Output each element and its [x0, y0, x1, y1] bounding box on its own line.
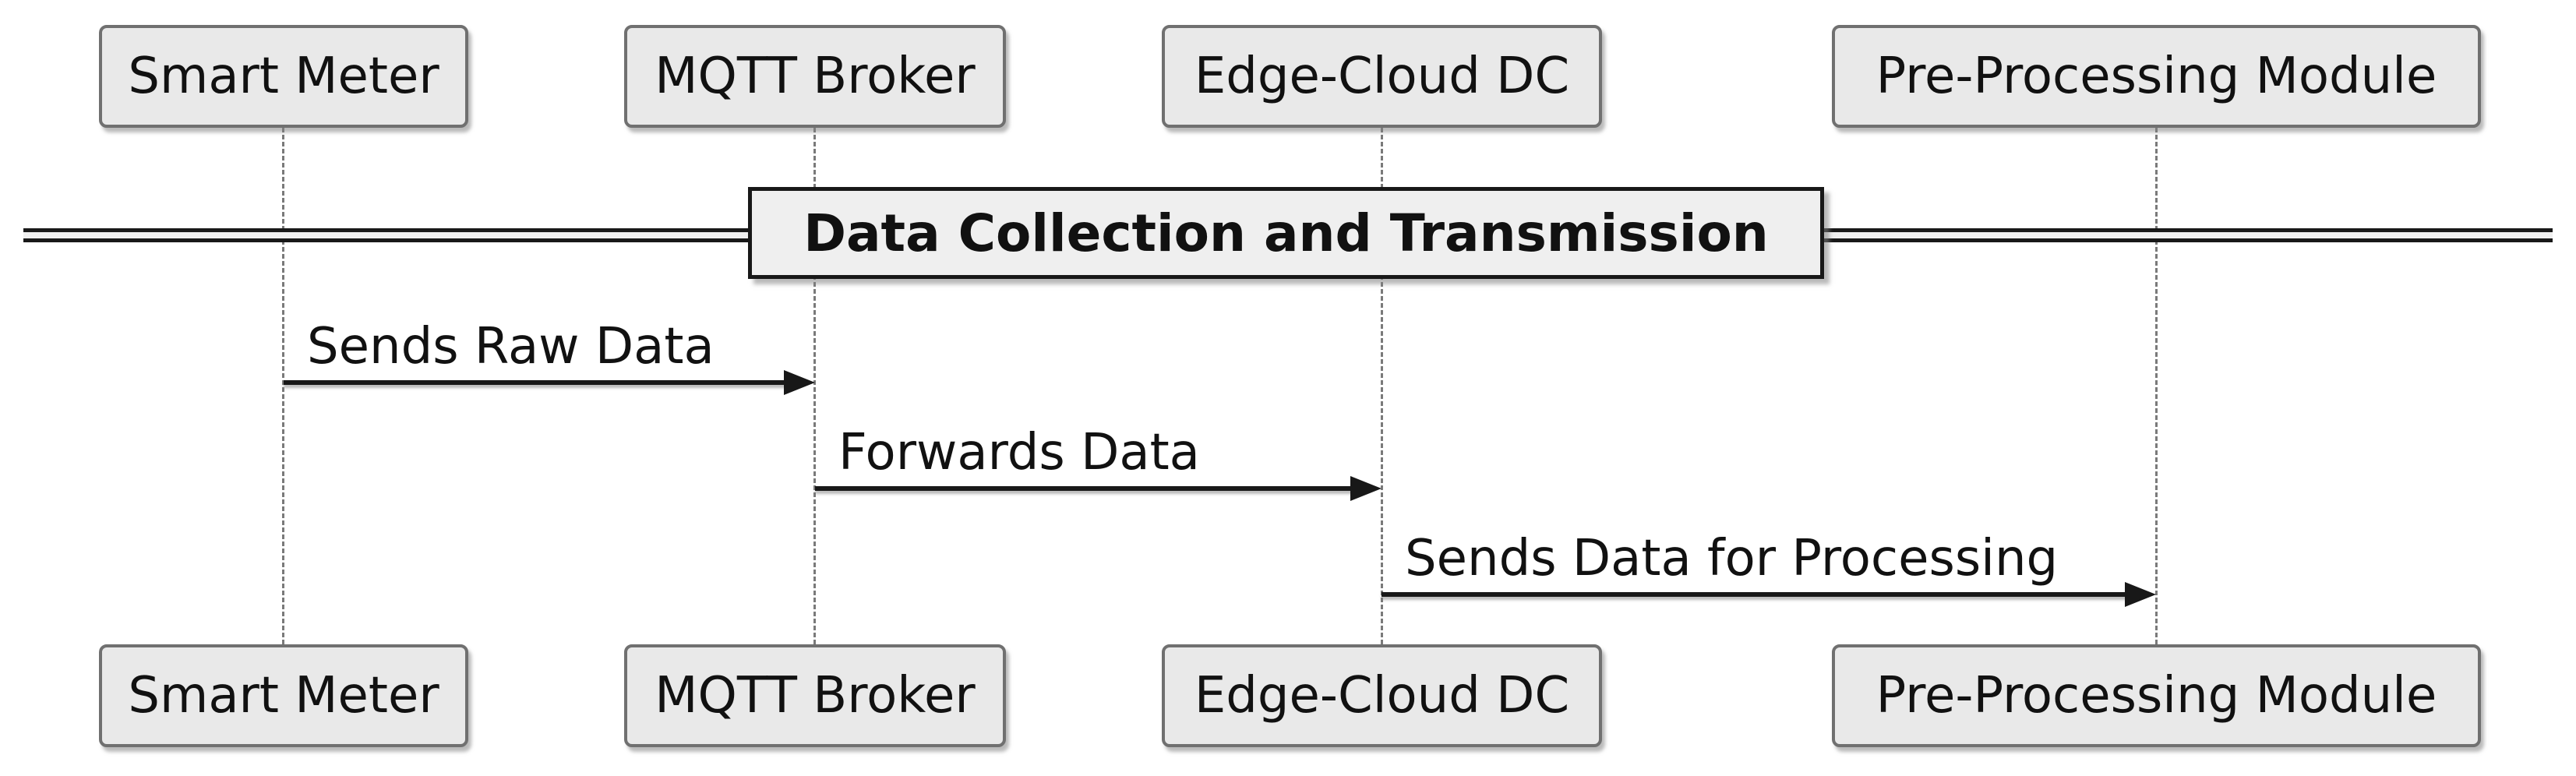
participant-smart-meter-top: Smart Meter — [99, 25, 468, 128]
participant-label: Pre-Processing Module — [1876, 667, 2437, 725]
message-2-arrow-line — [815, 486, 1353, 491]
section-divider: Data Collection and Transmission — [748, 187, 1824, 279]
participant-smart-meter-bottom: Smart Meter — [99, 644, 468, 747]
participant-mqtt-broker-top: MQTT Broker — [624, 25, 1006, 128]
section-divider-title: Data Collection and Transmission — [803, 203, 1769, 263]
participant-pre-processing-module-bottom: Pre-Processing Module — [1832, 644, 2481, 747]
message-3-arrowhead-icon — [2125, 582, 2156, 607]
participant-mqtt-broker-bottom: MQTT Broker — [624, 644, 1006, 747]
message-2-arrowhead-icon — [1350, 476, 1382, 501]
participant-edge-cloud-dc-top: Edge-Cloud DC — [1162, 25, 1602, 128]
lifeline-pre-processing-module — [2155, 128, 2158, 644]
message-3-label: Sends Data for Processing — [1405, 530, 2059, 587]
participant-edge-cloud-dc-bottom: Edge-Cloud DC — [1162, 644, 1602, 747]
participant-label: Pre-Processing Module — [1876, 48, 2437, 105]
message-1-label: Sends Raw Data — [307, 318, 715, 376]
participant-label: Edge-Cloud DC — [1194, 667, 1570, 725]
participant-label: MQTT Broker — [655, 48, 976, 105]
lifeline-smart-meter — [282, 128, 284, 644]
message-1-arrow-line — [284, 380, 789, 385]
participant-label: Smart Meter — [128, 48, 439, 105]
lifeline-edge-cloud-dc — [1381, 128, 1383, 644]
message-1-arrowhead-icon — [784, 370, 815, 395]
participant-pre-processing-module-top: Pre-Processing Module — [1832, 25, 2481, 128]
message-2-label: Forwards Data — [838, 424, 1200, 481]
participant-label: MQTT Broker — [655, 667, 976, 725]
participant-label: Edge-Cloud DC — [1194, 48, 1570, 105]
message-3-arrow-line — [1382, 592, 2127, 597]
participant-label: Smart Meter — [128, 667, 439, 725]
